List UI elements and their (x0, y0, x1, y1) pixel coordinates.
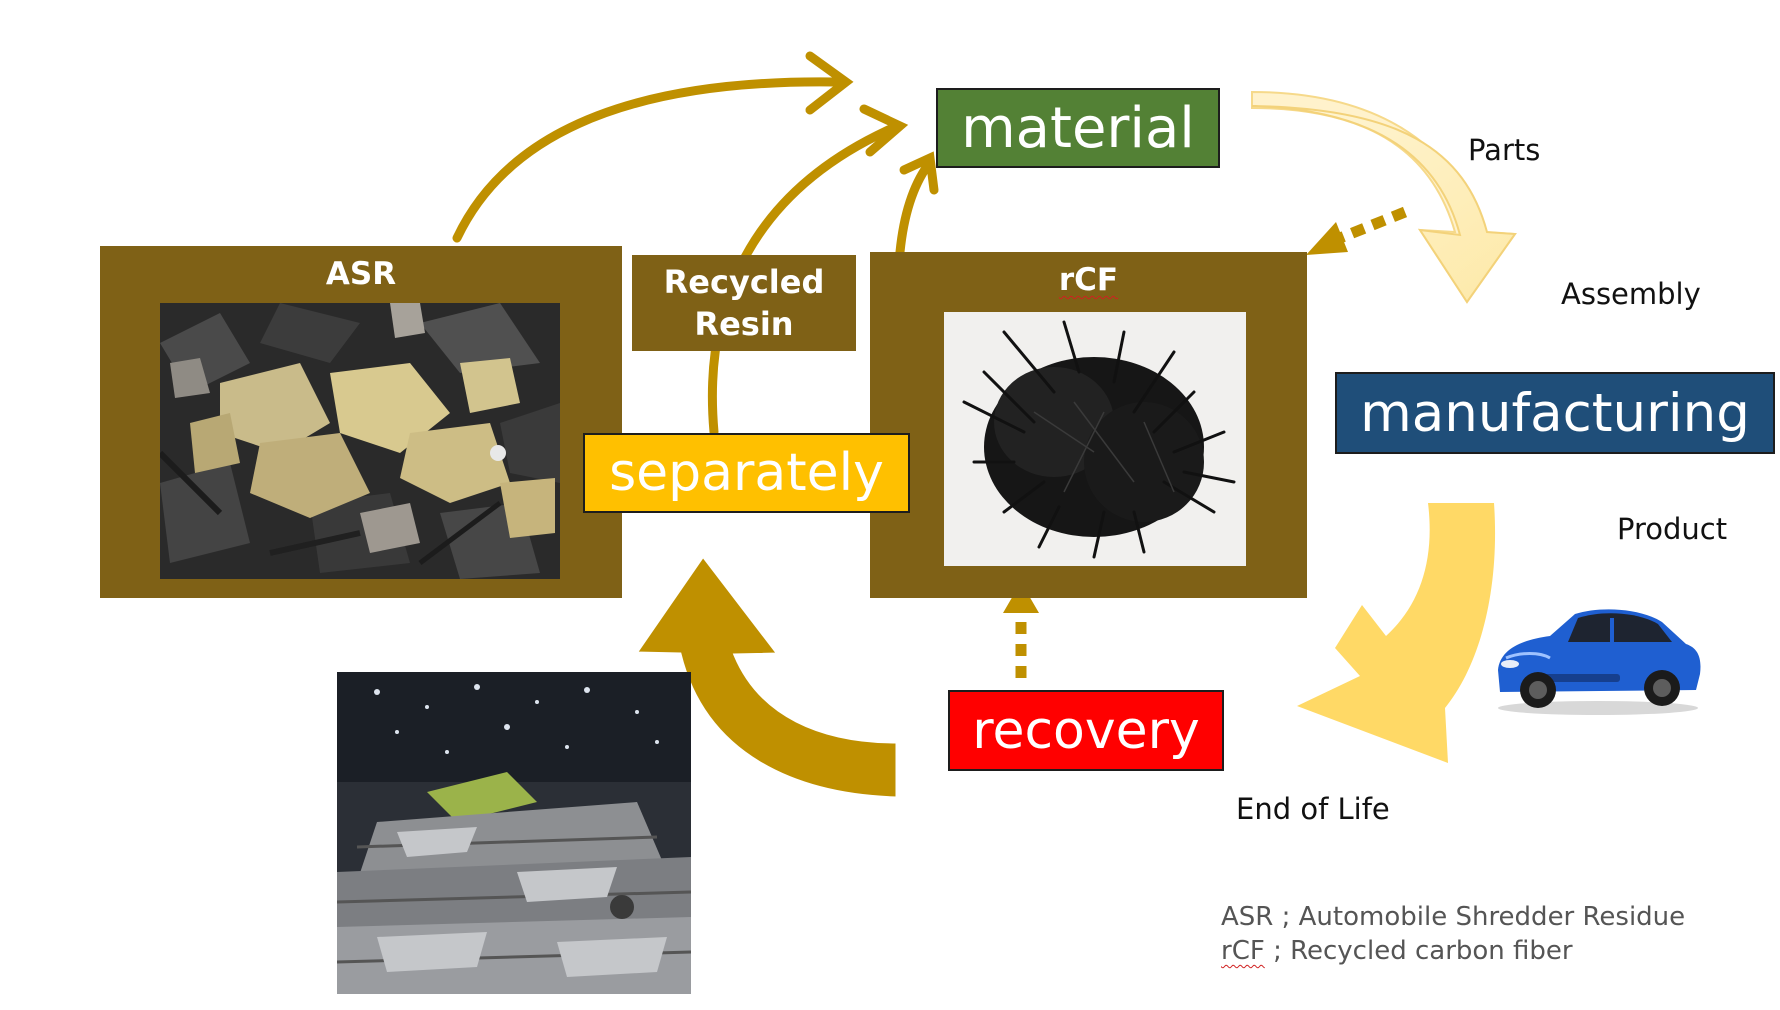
product-end-of-life-arrow (1297, 503, 1496, 763)
parts-to-rcf-dotted-arrow (1306, 206, 1408, 255)
legend-rcf-abbr: rCF (1221, 936, 1265, 966)
recycled-resin-box: Recycled Resin (632, 255, 856, 351)
manufacturing-box: manufacturing (1335, 372, 1775, 454)
legend-asr-abbr: ASR (1221, 902, 1274, 932)
end-of-life-label: End of Life (1236, 792, 1390, 826)
product-label: Product (1617, 512, 1728, 546)
legend-asr-definition: ; Automobile Shredder Residue (1273, 902, 1686, 932)
asr-to-material-arrow (452, 51, 854, 243)
recovery-to-asr-arrow (633, 553, 899, 800)
recovery-label: recovery (972, 700, 1200, 761)
material-label: material (961, 95, 1195, 161)
legend-asr: ASR ; Automobile Shredder Residue (1221, 902, 1685, 932)
asr-box: ASR (100, 246, 622, 598)
scrap-cars-photo (337, 672, 691, 994)
recovery-box: recovery (948, 690, 1224, 771)
shredder-residue-photo (160, 303, 560, 579)
recycled-resin-label: Recycled Resin (663, 263, 825, 343)
legend-rcf-definition: ; Recycled carbon fiber (1264, 936, 1573, 966)
legend-rcf: rCF ; Recycled carbon fiber (1221, 936, 1573, 966)
assembly-label: Assembly (1561, 277, 1701, 311)
manufacturing-label: manufacturing (1360, 382, 1750, 444)
carbon-fiber-photo (944, 312, 1246, 566)
separately-box: separately (583, 433, 910, 513)
rcf-box: rCF (870, 252, 1307, 598)
parts-assembly-arrow (1251, 90, 1517, 304)
material-box: material (936, 88, 1220, 168)
blue-car-icon (1490, 600, 1706, 716)
rcf-title: rCF (1058, 262, 1119, 298)
parts-label: Parts (1468, 133, 1541, 167)
separately-label: separately (609, 443, 884, 503)
rcf-to-material-arrow (895, 151, 939, 257)
asr-title: ASR (325, 256, 397, 292)
